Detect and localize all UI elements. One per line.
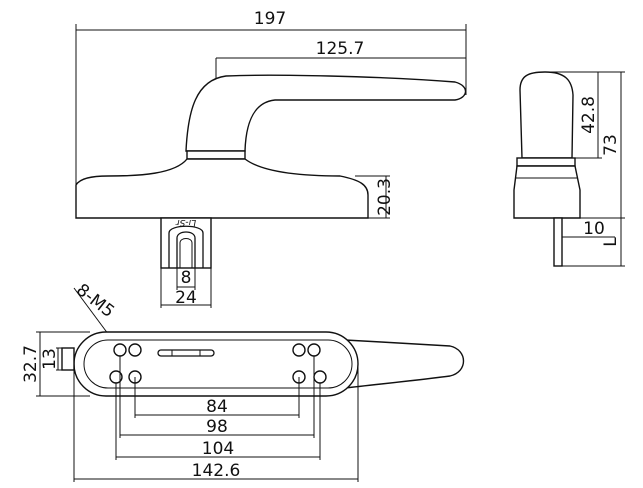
spindle-slot-outer (168, 225, 204, 268)
spindle-slot-inner (176, 231, 196, 268)
dim-104-label: 104 (202, 439, 234, 459)
dim-8-label: 8 (181, 268, 192, 288)
dim-l-label: L (601, 237, 621, 247)
dim-73-label: 73 (601, 134, 621, 156)
mount-hole (307, 343, 321, 357)
plan-slot (157, 349, 215, 357)
dim-10-label: 10 (583, 219, 605, 239)
dim-20-label: 20.3 (375, 178, 395, 216)
handle-collar (186, 150, 246, 160)
mount-hole (313, 370, 327, 384)
side-view: 42.8 73 10 L (513, 71, 625, 267)
dim-98-label: 98 (206, 417, 228, 437)
dim-197-label: 197 (254, 9, 286, 29)
dim-24-label: 24 (175, 288, 197, 308)
dim-125-label: 125.7 (316, 39, 365, 59)
dim-42-label: 42.8 (579, 96, 599, 134)
spindle-slot-core (179, 238, 193, 268)
plan-spindle-stub (61, 347, 75, 371)
side-spindle (553, 217, 563, 267)
mount-hole (128, 343, 142, 357)
dim-13-label: 13 (40, 348, 60, 370)
side-collar (516, 157, 576, 167)
side-base (513, 165, 581, 219)
plan-plate-outer (73, 331, 359, 397)
dim-84-label: 84 (206, 397, 228, 417)
dim-32-label: 32.7 (21, 345, 41, 383)
plan-plate-inner (83, 339, 353, 389)
mount-hole (292, 343, 306, 357)
handle-lever (185, 74, 467, 152)
side-handle-top (519, 71, 574, 159)
plan-view: 8-M5 32.7 13 84 (21, 280, 465, 482)
front-view: 197 125.7 20.3 Li-Sr 8 24 (75, 9, 467, 308)
plan-lever (344, 339, 465, 389)
marking-text: Li-Sr (175, 217, 196, 227)
dim-142-label: 142.6 (192, 461, 241, 481)
handle-base-front (75, 158, 369, 219)
mount-hole (113, 343, 127, 357)
